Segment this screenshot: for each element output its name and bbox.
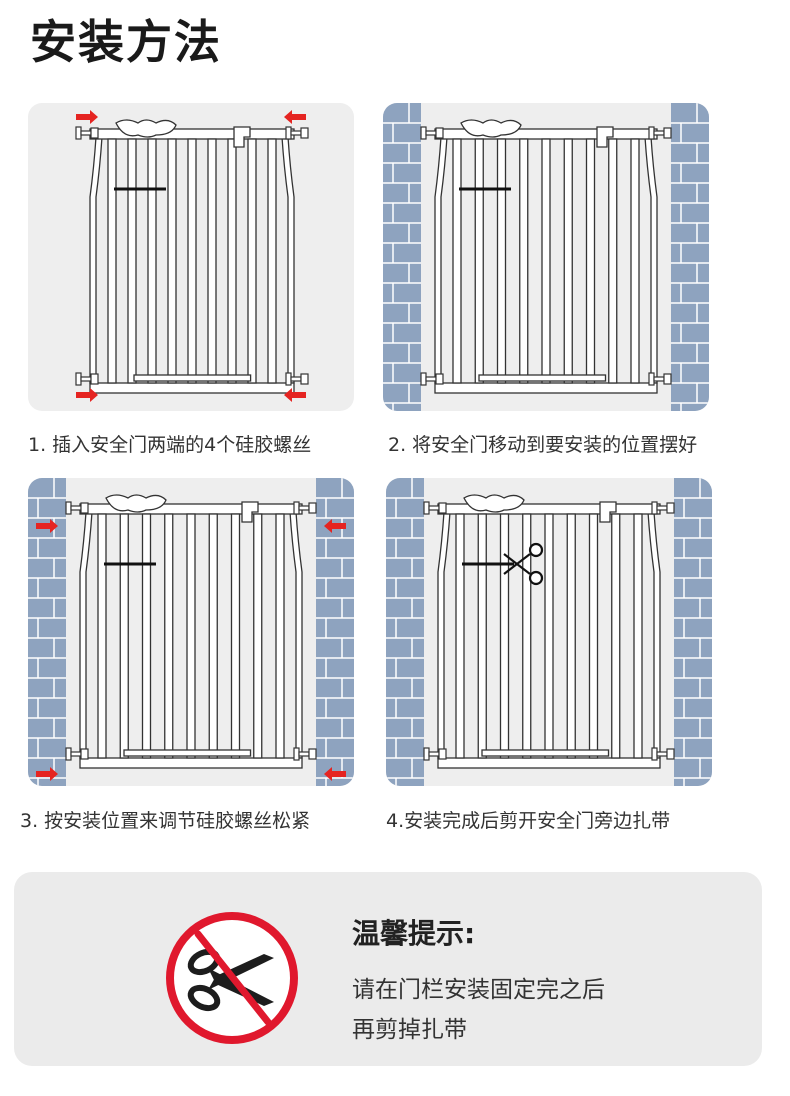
brick-wall <box>383 103 421 411</box>
step-1-illustration <box>28 103 354 411</box>
step-2-caption: 2. 将安全门移动到要安装的位置摆好 <box>388 434 698 456</box>
red-arrow-icon <box>284 110 306 124</box>
step-4-illustration <box>386 478 712 786</box>
rubber-screw <box>285 126 309 140</box>
scissors-icon <box>503 542 544 586</box>
warm-tip-box: 温馨提示: 请在门栏安装固定完之后 再剪掉扎带 <box>14 872 762 1066</box>
rubber-screw <box>648 372 672 386</box>
rubber-screw <box>423 501 447 515</box>
rubber-screw <box>651 501 675 515</box>
rubber-screw <box>285 372 309 386</box>
red-arrow-icon <box>36 767 58 781</box>
rubber-screw <box>75 372 99 386</box>
brick-wall <box>671 103 709 411</box>
rubber-screw <box>293 501 317 515</box>
rubber-screw <box>65 501 89 515</box>
tip-line-2: 再剪掉扎带 <box>352 1017 467 1043</box>
rubber-screw <box>423 747 447 761</box>
brick-wall <box>316 478 354 786</box>
step-2-illustration <box>383 103 709 411</box>
brick-wall <box>674 478 712 786</box>
rubber-screw <box>648 126 672 140</box>
rubber-screw <box>293 747 317 761</box>
rubber-screw <box>65 747 89 761</box>
red-arrow-icon <box>324 767 346 781</box>
step-3-illustration <box>28 478 354 786</box>
gate-illustration <box>434 119 658 394</box>
brick-wall <box>28 478 66 786</box>
red-arrow-icon <box>36 519 58 533</box>
gate-drawing <box>386 478 712 786</box>
tip-title: 温馨提示: <box>352 917 476 950</box>
gate-illustration <box>89 119 295 394</box>
gate-drawing <box>75 110 309 402</box>
red-arrow-icon <box>76 388 98 402</box>
rubber-screw <box>420 126 444 140</box>
no-cutting-icon <box>166 912 298 1044</box>
gate-illustration <box>437 494 661 769</box>
tip-line-1: 请在门栏安装固定完之后 <box>352 977 605 1003</box>
rubber-screw <box>651 747 675 761</box>
red-arrow-icon <box>76 110 98 124</box>
rubber-screw <box>75 126 99 140</box>
red-arrow-icon <box>324 519 346 533</box>
red-arrow-icon <box>284 388 306 402</box>
step-1-caption: 1. 插入安全门两端的4个硅胶螺丝 <box>28 434 312 456</box>
step-4-caption: 4.安装完成后剪开安全门旁边扎带 <box>386 810 671 832</box>
gate-illustration <box>79 494 303 769</box>
brick-wall <box>386 478 424 786</box>
gate-drawing <box>383 103 709 411</box>
gate-drawing <box>28 478 354 786</box>
step-3-caption: 3. 按安装位置来调节硅胶螺丝松紧 <box>20 810 311 832</box>
rubber-screw <box>420 372 444 386</box>
page-title: 安装方法 <box>30 15 222 69</box>
